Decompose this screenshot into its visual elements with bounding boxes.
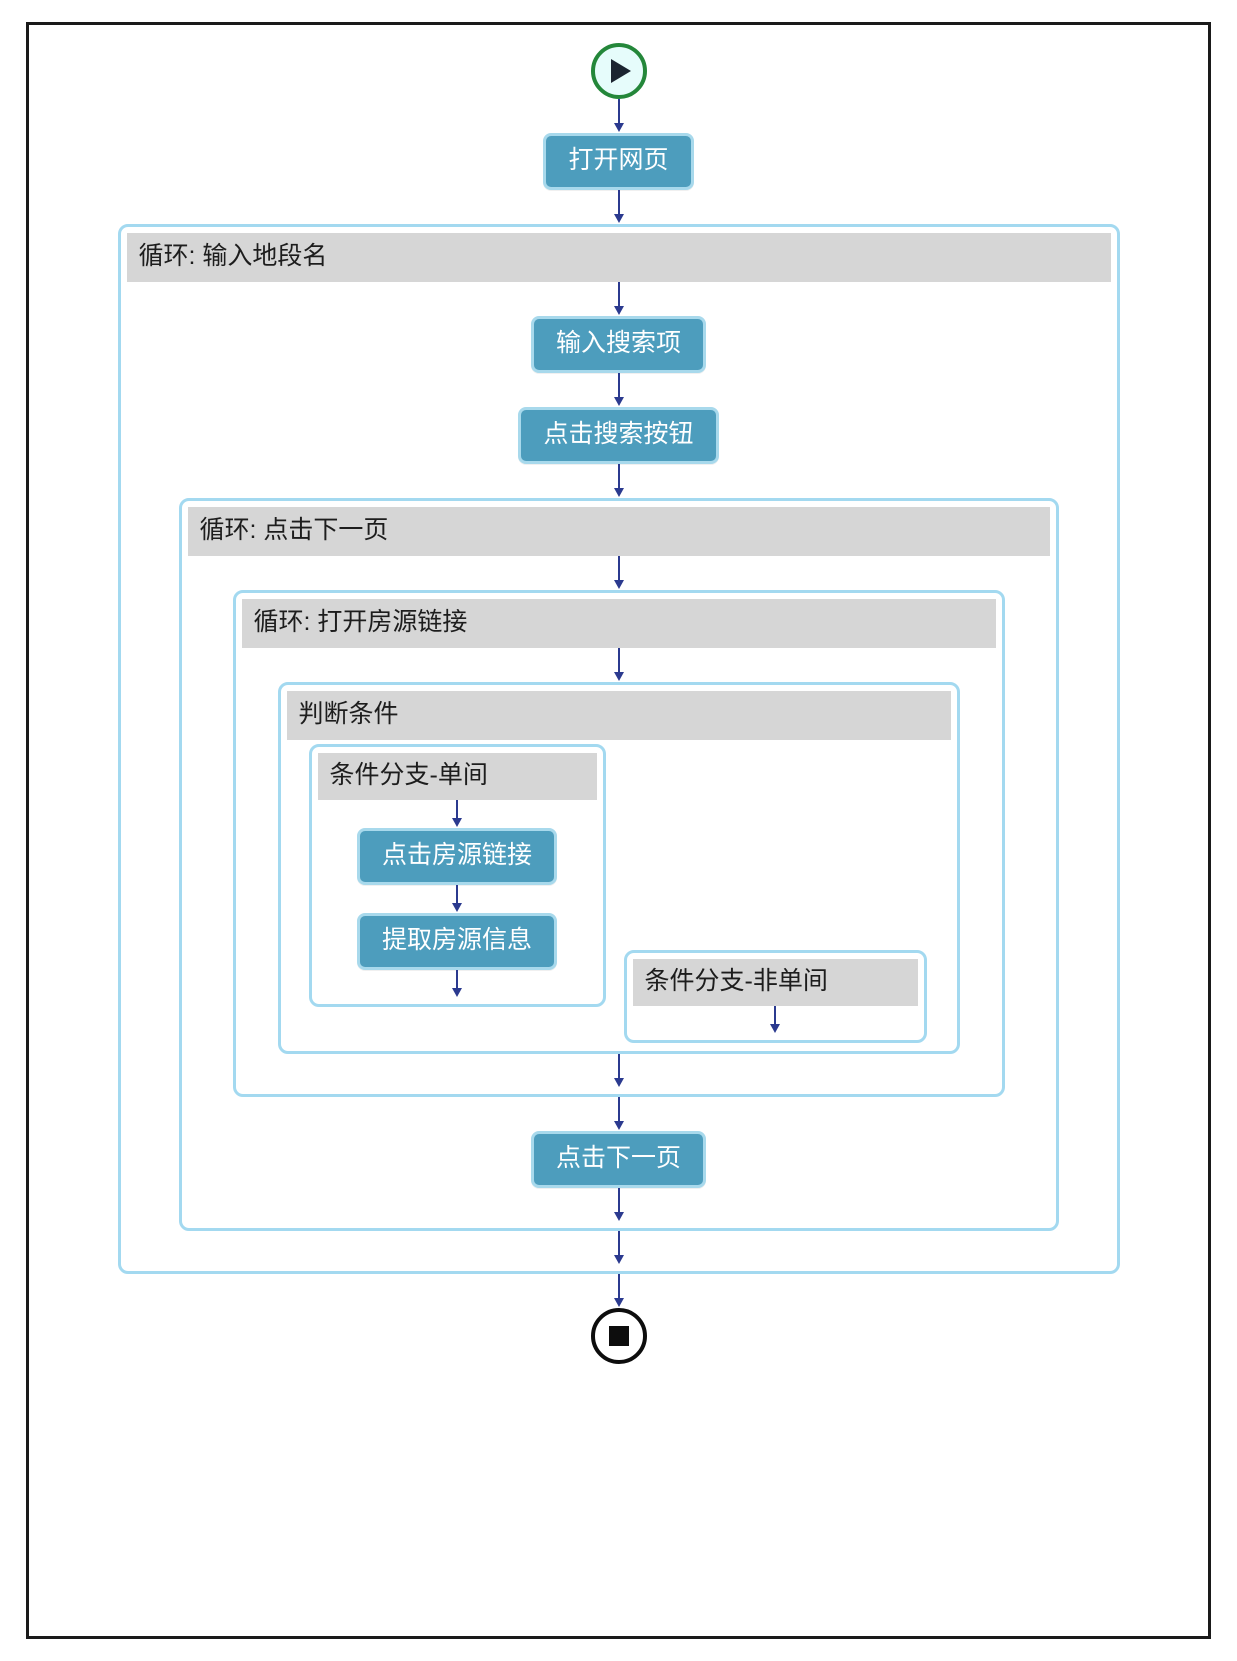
loop-open-listing-link-header: 循环: 打开房源链接 (241, 599, 996, 648)
stop-square-icon (608, 1326, 629, 1346)
connector-arrow (769, 1006, 781, 1034)
condition-header: 判断条件 (286, 691, 951, 740)
condition-body: 条件分支-单间 点击房源链接 提取房源信息 (287, 740, 951, 1045)
diagram-canvas: 打开网页 循环: 输入地段名 输入搜索项 点击搜索按钮 循环: 点击下一页 (29, 25, 1208, 1636)
play-triangle-icon (611, 59, 631, 83)
connector-arrow (613, 282, 625, 316)
connector-arrow (451, 800, 463, 828)
loop-next-page-header: 循环: 点击下一页 (187, 507, 1050, 556)
loop-next-page-body: 循环: 打开房源链接 判断条件 (188, 556, 1050, 1222)
end-node[interactable] (590, 1308, 647, 1364)
connector-arrow (613, 648, 625, 682)
step-extract-listing-info[interactable]: 提取房源信息 (356, 913, 557, 970)
loop-open-listing-link-body: 判断条件 条件分支-单间 (242, 648, 996, 1088)
loop-district-name-body: 输入搜索项 点击搜索按钮 循环: 点击下一页 循环: 打开房源链接 (127, 282, 1111, 1265)
loop-district-name-container[interactable]: 循环: 输入地段名 输入搜索项 点击搜索按钮 循环: 点击下一页 (117, 224, 1120, 1274)
connector-arrow (613, 99, 625, 133)
branch-single-room-container[interactable]: 条件分支-单间 点击房源链接 提取房源信息 (308, 744, 606, 1007)
branch-non-single-room-body (633, 1006, 918, 1034)
loop-open-listing-link-container[interactable]: 循环: 打开房源链接 判断条件 (232, 590, 1005, 1097)
step-open-page[interactable]: 打开网页 (543, 133, 694, 190)
connector-arrow (613, 373, 625, 407)
connector-arrow (451, 970, 463, 998)
condition-container[interactable]: 判断条件 条件分支-单间 (277, 682, 960, 1054)
connector-arrow (613, 1054, 625, 1088)
branch-non-single-room-header: 条件分支-非单间 (632, 959, 918, 1006)
connector-arrow (451, 885, 463, 913)
connector-arrow (613, 190, 625, 224)
connector-arrow (613, 1097, 625, 1131)
branch-non-single-room-container[interactable]: 条件分支-非单间 (623, 950, 927, 1043)
loop-next-page-container[interactable]: 循环: 点击下一页 循环: 打开房源链接 判断条件 (178, 498, 1059, 1231)
connector-arrow (613, 1188, 625, 1222)
connector-arrow (613, 1231, 625, 1265)
connector-arrow (613, 556, 625, 590)
step-click-next-page[interactable]: 点击下一页 (530, 1131, 706, 1188)
branch-single-room-body: 点击房源链接 提取房源信息 (318, 800, 597, 998)
condition-branch-row: 条件分支-单间 点击房源链接 提取房源信息 (287, 740, 951, 1045)
connector-arrow (613, 464, 625, 498)
step-click-search-button[interactable]: 点击搜索按钮 (518, 407, 719, 464)
start-node[interactable] (590, 43, 647, 99)
branch-single-room-header: 条件分支-单间 (317, 753, 597, 800)
connector-arrow (613, 1274, 625, 1308)
loop-district-name-header: 循环: 输入地段名 (126, 233, 1111, 282)
step-click-listing-link[interactable]: 点击房源链接 (356, 828, 557, 885)
diagram-frame: 打开网页 循环: 输入地段名 输入搜索项 点击搜索按钮 循环: 点击下一页 (26, 22, 1211, 1639)
step-input-search-term[interactable]: 输入搜索项 (530, 316, 706, 373)
